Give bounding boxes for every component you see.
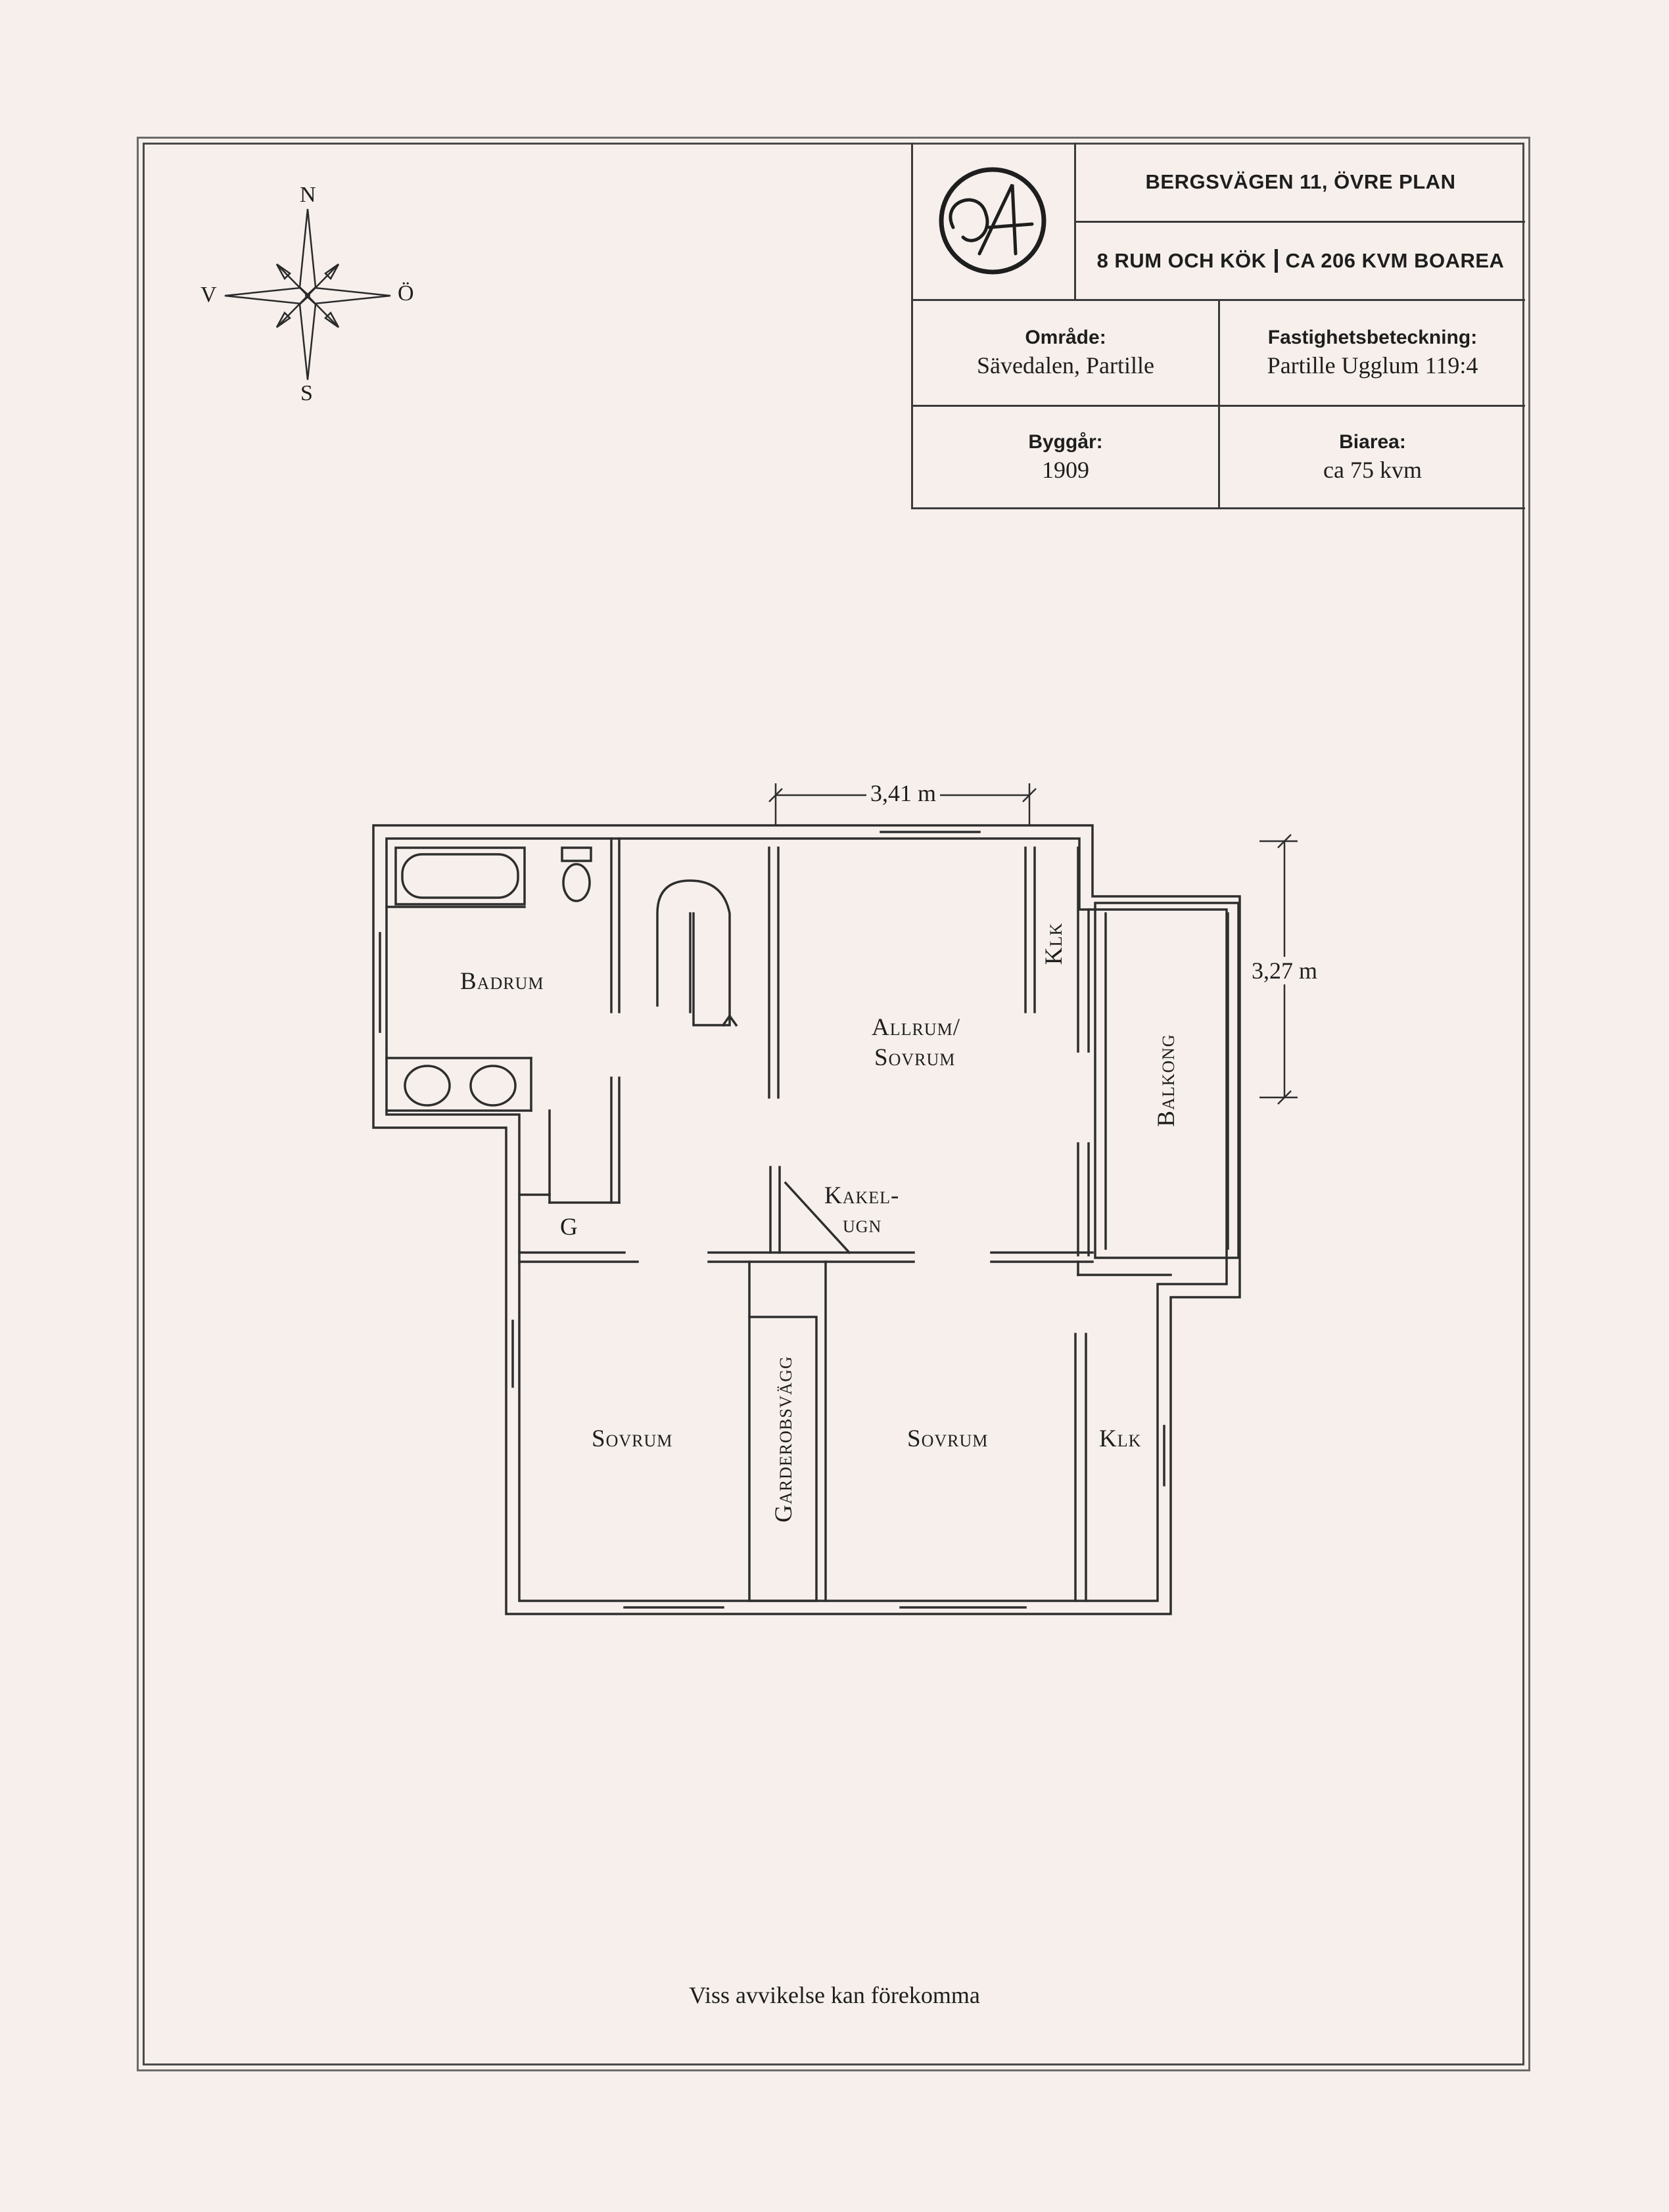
room-klk-top: Klk: [1041, 922, 1068, 965]
logo: [911, 143, 1074, 299]
byggar-cell: Byggår: 1909: [1028, 430, 1103, 483]
room-balkong: Balkong: [1153, 1034, 1180, 1127]
room-sovrum-right: Sovrum: [907, 1425, 989, 1452]
disclaimer: Viss avvikelse kan förekomma: [689, 1982, 980, 2008]
room-badrum: Badrum: [460, 968, 544, 995]
address-heading: BERGSVÄGEN 11, ÖVRE PLAN: [1145, 170, 1456, 193]
room-allrum-line1: Allrum/: [872, 1014, 960, 1041]
depth-dimension: 3,27 m: [1249, 957, 1321, 984]
room-g: G: [560, 1214, 578, 1241]
biarea-cell: Biarea: ca 75 kvm: [1323, 430, 1422, 483]
room-sovrum-left: Sovrum: [592, 1425, 673, 1452]
fastighet-cell: Fastighetsbeteckning: Partille Ugglum 11…: [1267, 327, 1478, 379]
room-garderobsvagg: Garderobsvägg: [770, 1356, 797, 1523]
outer-frame: [137, 137, 1530, 2071]
rooms-area-heading: 8 RUM OCH KÖK CA 206 KVM BOAREA: [1076, 223, 1525, 299]
compass-north: N: [300, 183, 316, 207]
room-allrum-line2: Sovrum: [874, 1044, 956, 1071]
omrade-cell: Område: Sävedalen, Partille: [977, 327, 1154, 379]
room-klk-bottom: Klk: [1099, 1425, 1142, 1452]
inner-frame: [143, 143, 1524, 2065]
compass-south: S: [300, 381, 313, 405]
title-block: BERGSVÄGEN 11, ÖVRE PLAN 8 RUM OCH KÖK CA…: [911, 143, 1525, 509]
room-kakelugn-line1: Kakel-: [824, 1182, 900, 1209]
width-dimension: 3,41 m: [866, 779, 941, 807]
compass-east: Ö: [398, 281, 414, 306]
compass-west: V: [200, 283, 217, 307]
rooms-count: 8 RUM OCH KÖK: [1096, 249, 1267, 272]
room-kakelugn-line2: ugn: [843, 1211, 882, 1238]
living-area: CA 206 KVM BOAREA: [1285, 249, 1505, 272]
